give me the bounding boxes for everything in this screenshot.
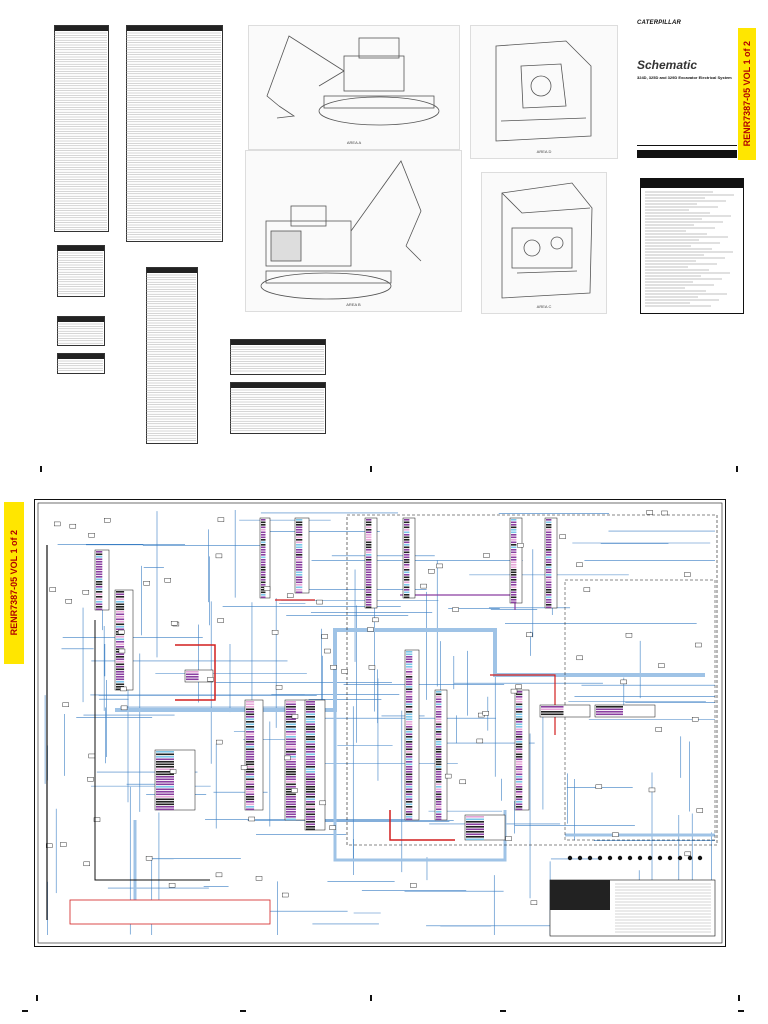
pressure-table (230, 339, 326, 375)
media-number-left: RENR7387-05 VOL 1 of 2 (9, 530, 19, 636)
area-c-label: AREA C (536, 304, 552, 309)
solenoid-table (230, 382, 326, 434)
crop-mark (738, 1010, 744, 1012)
legend-lines (645, 191, 734, 307)
crop-mark (736, 466, 738, 472)
brand-logo: CATERPILLAR (637, 20, 682, 26)
machine-drawing-area-c: AREA C (481, 172, 607, 314)
schematic-canvas (37, 502, 723, 944)
crop-mark (22, 1010, 28, 1012)
page-title: Schematic (637, 58, 698, 72)
area-a-label: AREA A (346, 140, 362, 145)
crop-mark (370, 995, 372, 1001)
crop-mark (500, 1010, 506, 1012)
symbol-legend (640, 178, 744, 314)
media-number-tab-left: RENR7387-05 VOL 1 of 2 (4, 502, 24, 664)
connector-table (57, 245, 105, 297)
media-number-tab-top: RENR7387-05 VOL 1 of 2 (738, 28, 756, 160)
crop-mark (738, 995, 740, 1001)
cab-drawing-icon (501, 182, 593, 299)
page-subtitle: 324D, 325D and 329D Excavator Electrical… (637, 75, 732, 80)
area-b-label: AREA B (346, 302, 361, 307)
machine-drawing-area-a: AREA A (248, 25, 460, 150)
crop-mark (370, 466, 372, 472)
table-rows-overlay (54, 32, 324, 441)
title-rule (637, 150, 737, 158)
crop-mark (40, 466, 42, 472)
excavator-drawing-icon (260, 160, 422, 300)
electrical-schematic (34, 499, 726, 947)
machine-drawing-area-d: AREA D (470, 25, 618, 159)
title-divider (637, 145, 737, 146)
crop-mark (240, 1010, 246, 1012)
media-number-top: RENR7387-05 VOL 1 of 2 (742, 41, 752, 147)
cab-drawing-icon (495, 40, 592, 142)
machine-drawing-area-b: AREA B (245, 150, 462, 312)
excavator-drawing-icon (266, 35, 440, 126)
area-d-label: AREA D (536, 149, 552, 154)
crop-mark (36, 995, 38, 1001)
